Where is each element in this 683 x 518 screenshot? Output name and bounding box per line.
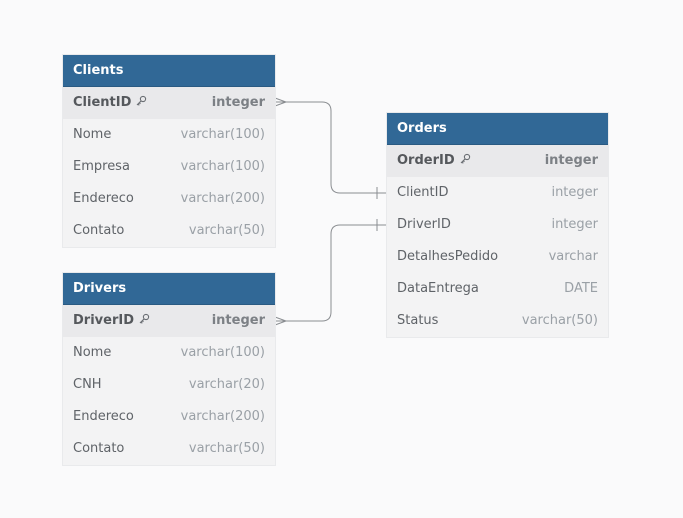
column-row[interactable]: DataEntrega DATE [387,273,608,305]
column-name: DetalhesPedido [397,249,499,264]
column-type: integer [551,185,598,200]
column-name: Nome [73,345,112,360]
table-clients[interactable]: Clients ClientID integer Nome varchar(10… [63,55,275,247]
column-name: Endereco [73,409,134,424]
column-type: integer [551,217,598,232]
table-drivers[interactable]: Drivers DriverID integer Nome varchar(10… [63,273,275,465]
column-type: varchar(50) [521,313,598,328]
table-header: Drivers [63,273,275,305]
column-name: ClientID [73,95,132,110]
connector-line [275,101,387,194]
column-type: varchar(100) [180,345,265,360]
column-name: DriverID [397,217,451,232]
column-name: CNH [73,377,102,392]
column-row[interactable]: ClientID integer [387,177,608,209]
column-row[interactable]: DriverID integer [387,209,608,241]
column-row[interactable]: CNH varchar(20) [63,369,275,401]
column-row[interactable]: DriverID integer [63,305,275,337]
key-icon [139,313,150,324]
column-type: integer [544,153,598,168]
relationship-drivers-orders[interactable] [274,219,387,326]
column-row[interactable]: ClientID integer [63,87,275,119]
column-name: DriverID [73,313,134,328]
column-name: Status [397,313,439,328]
column-row[interactable]: Endereco varchar(200) [63,401,275,433]
column-row[interactable]: Nome varchar(100) [63,337,275,369]
table-header: Clients [63,55,275,87]
column-name: Contato [73,223,125,238]
crowfoot-many-marker [274,97,288,107]
table-orders[interactable]: Orders OrderID integer ClientID integer … [387,113,608,337]
column-name: Nome [73,127,112,142]
column-type: integer [211,95,265,110]
column-row[interactable]: DetalhesPedido varchar [387,241,608,273]
column-name: ClientID [397,185,449,200]
column-type: varchar(100) [180,127,265,142]
relationship-clients-orders[interactable] [274,97,387,199]
column-row[interactable]: Endereco varchar(200) [63,183,275,215]
column-row[interactable]: OrderID integer [387,145,608,177]
column-type: integer [211,313,265,328]
key-icon [136,95,147,106]
column-name: Empresa [73,159,130,174]
column-type: varchar(50) [188,223,265,238]
column-type: DATE [564,281,598,296]
column-name: Contato [73,441,125,456]
column-type: varchar [548,249,598,264]
column-name: OrderID [397,153,455,168]
column-type: varchar(50) [188,441,265,456]
column-type: varchar(100) [180,159,265,174]
column-name: DataEntrega [397,281,479,296]
column-type: varchar(20) [188,377,265,392]
column-row[interactable]: Contato varchar(50) [63,433,275,465]
column-row[interactable]: Nome varchar(100) [63,119,275,151]
key-icon [460,153,470,164]
column-type: varchar(200) [180,191,265,206]
column-row[interactable]: Empresa varchar(100) [63,151,275,183]
column-row[interactable]: Status varchar(50) [387,305,608,337]
table-header: Orders [387,113,608,145]
column-row[interactable]: Contato varchar(50) [63,215,275,247]
crowfoot-many-marker [274,316,288,326]
connector-line [275,224,387,322]
column-name: Endereco [73,191,134,206]
column-type: varchar(200) [180,409,265,424]
